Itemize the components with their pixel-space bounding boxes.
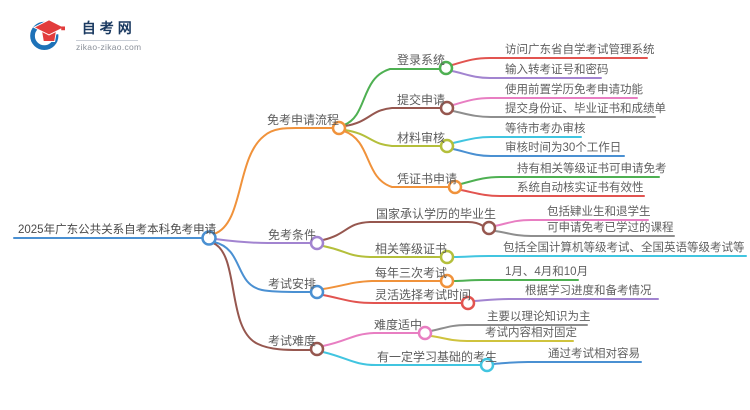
node-certificate-application[interactable]: 凭证书申请 bbox=[397, 172, 458, 186]
node-login-system[interactable]: 登录系统 bbox=[397, 53, 446, 67]
line-use-function bbox=[452, 97, 638, 106]
line-moderate-difficulty bbox=[322, 332, 420, 347]
line-incl-national-exams bbox=[452, 255, 747, 258]
leaf-enter-id-password[interactable]: 输入转考证号和密码 bbox=[505, 64, 609, 76]
line-per-progress bbox=[473, 298, 659, 302]
node-root[interactable]: 2025年广东公共关系自考本科免考申请 bbox=[18, 224, 217, 236]
node-toggle-level-certificates[interactable] bbox=[439, 249, 455, 265]
branch-line-exam-difficulty bbox=[212, 242, 312, 351]
branch-line-exemption-conditions bbox=[214, 238, 312, 244]
line-review-time bbox=[452, 148, 625, 157]
leaf-national-computer-english-exams[interactable]: 包括全国计算机等级考试、全国英语等级考试等 bbox=[503, 242, 745, 254]
line-theory-based bbox=[430, 324, 588, 332]
node-toggle-students-foundation[interactable] bbox=[479, 357, 495, 373]
node-toggle-exemption-conditions[interactable] bbox=[309, 235, 325, 251]
leaf-wait-city-review[interactable]: 等待市考办审核 bbox=[505, 123, 586, 135]
line-flexible-time bbox=[322, 294, 463, 304]
node-toggle-root[interactable] bbox=[201, 230, 217, 246]
leaf-system-auto-verify[interactable]: 系统自动核实证书有效性 bbox=[517, 182, 644, 194]
line-fixed-content bbox=[430, 335, 574, 342]
node-toggle-exam-schedule[interactable] bbox=[309, 284, 325, 300]
line-auto-verify bbox=[460, 189, 645, 197]
node-flexible-exam-time[interactable]: 灵活选择考试时间 bbox=[375, 288, 472, 302]
node-moderate-difficulty[interactable]: 难度适中 bbox=[374, 318, 423, 332]
line-certificate-application bbox=[343, 130, 450, 188]
node-students-with-foundation[interactable]: 有一定学习基础的考生 bbox=[377, 350, 498, 364]
leaf-visit-guangdong-system[interactable]: 访问广东省自学考试管理系统 bbox=[505, 44, 655, 56]
line-enter-credentials bbox=[451, 70, 602, 79]
site-logo[interactable]: 自考网 zikao-zikao.com bbox=[30, 18, 141, 52]
branch-application-process[interactable]: 免考申请流程 bbox=[267, 113, 340, 127]
line-recognized-graduates bbox=[322, 221, 484, 241]
line-three-exams bbox=[322, 280, 442, 290]
zikao-logo-icon bbox=[30, 18, 68, 50]
node-toggle-material-review[interactable] bbox=[439, 138, 455, 154]
line-visit-system bbox=[451, 57, 648, 66]
node-toggle-three-exams[interactable] bbox=[439, 273, 455, 289]
node-toggle-exam-difficulty[interactable] bbox=[309, 341, 325, 357]
line-apply-studied-courses bbox=[494, 230, 675, 237]
leaf-hold-level-certificates[interactable]: 持有相关等级证书可申请免考 bbox=[517, 163, 667, 175]
leaf-fixed-exam-content[interactable]: 考试内容相对固定 bbox=[485, 327, 577, 339]
leaf-submit-documents[interactable]: 提交身份证、毕业证书和成绩单 bbox=[505, 103, 666, 115]
leaf-review-30-days[interactable]: 审核时间为30个工作日 bbox=[505, 142, 622, 154]
line-submit-documents bbox=[452, 110, 656, 118]
branch-exam-difficulty[interactable]: 考试难度 bbox=[268, 334, 317, 348]
line-material-review bbox=[344, 129, 442, 147]
line-hold-certificates bbox=[460, 176, 660, 185]
node-toggle-moderate-difficulty[interactable] bbox=[417, 325, 433, 341]
leaf-theory-knowledge-based[interactable]: 主要以理论知识为主 bbox=[487, 311, 591, 323]
line-level-certificates bbox=[322, 245, 442, 258]
line-students-foundation bbox=[322, 351, 482, 366]
node-toggle-flexible-time[interactable] bbox=[460, 295, 476, 311]
branch-exam-schedule[interactable]: 考试安排 bbox=[268, 277, 317, 291]
line-wait-review bbox=[452, 136, 582, 144]
branch-exemption-conditions[interactable]: 免考条件 bbox=[268, 228, 317, 242]
node-toggle-submit-application[interactable] bbox=[439, 100, 455, 116]
line-exam-months bbox=[452, 279, 579, 282]
line-login-system bbox=[343, 68, 441, 126]
leaf-relatively-easy-to-pass[interactable]: 通过考试相对容易 bbox=[548, 348, 640, 360]
branch-line-exam-schedule bbox=[213, 241, 312, 293]
site-url: zikao-zikao.com bbox=[76, 42, 142, 52]
node-toggle-application-process[interactable] bbox=[331, 120, 347, 136]
line-submit-application bbox=[344, 107, 442, 127]
branch-line-application-process bbox=[213, 126, 334, 235]
node-material-review[interactable]: 材料审核 bbox=[397, 131, 446, 145]
site-name: 自考网 bbox=[81, 20, 136, 36]
leaf-per-study-progress[interactable]: 根据学习进度和备考情况 bbox=[525, 285, 652, 297]
logo-divider bbox=[76, 40, 138, 41]
line-easy-to-pass bbox=[492, 361, 642, 365]
node-three-exams-per-year[interactable]: 每年三次考试 bbox=[375, 266, 448, 280]
node-toggle-recognized-graduates[interactable] bbox=[481, 220, 497, 236]
node-toggle-login-system[interactable] bbox=[438, 60, 454, 76]
node-recognized-graduates[interactable]: 国家承认学历的毕业生 bbox=[376, 207, 497, 221]
leaf-exam-months[interactable]: 1月、4月和10月 bbox=[505, 266, 589, 278]
node-submit-application[interactable]: 提交申请 bbox=[397, 93, 446, 107]
leaf-include-dropouts[interactable]: 包括肄业生和退学生 bbox=[547, 206, 651, 218]
node-toggle-certificate-application[interactable] bbox=[447, 179, 463, 195]
leaf-use-exemption-function[interactable]: 使用前置学历免考申请功能 bbox=[505, 84, 643, 96]
leaf-apply-studied-courses[interactable]: 可申请免考已学过的课程 bbox=[547, 222, 674, 234]
node-level-certificates[interactable]: 相关等级证书 bbox=[375, 242, 448, 256]
line-incl-dropouts bbox=[494, 219, 649, 227]
